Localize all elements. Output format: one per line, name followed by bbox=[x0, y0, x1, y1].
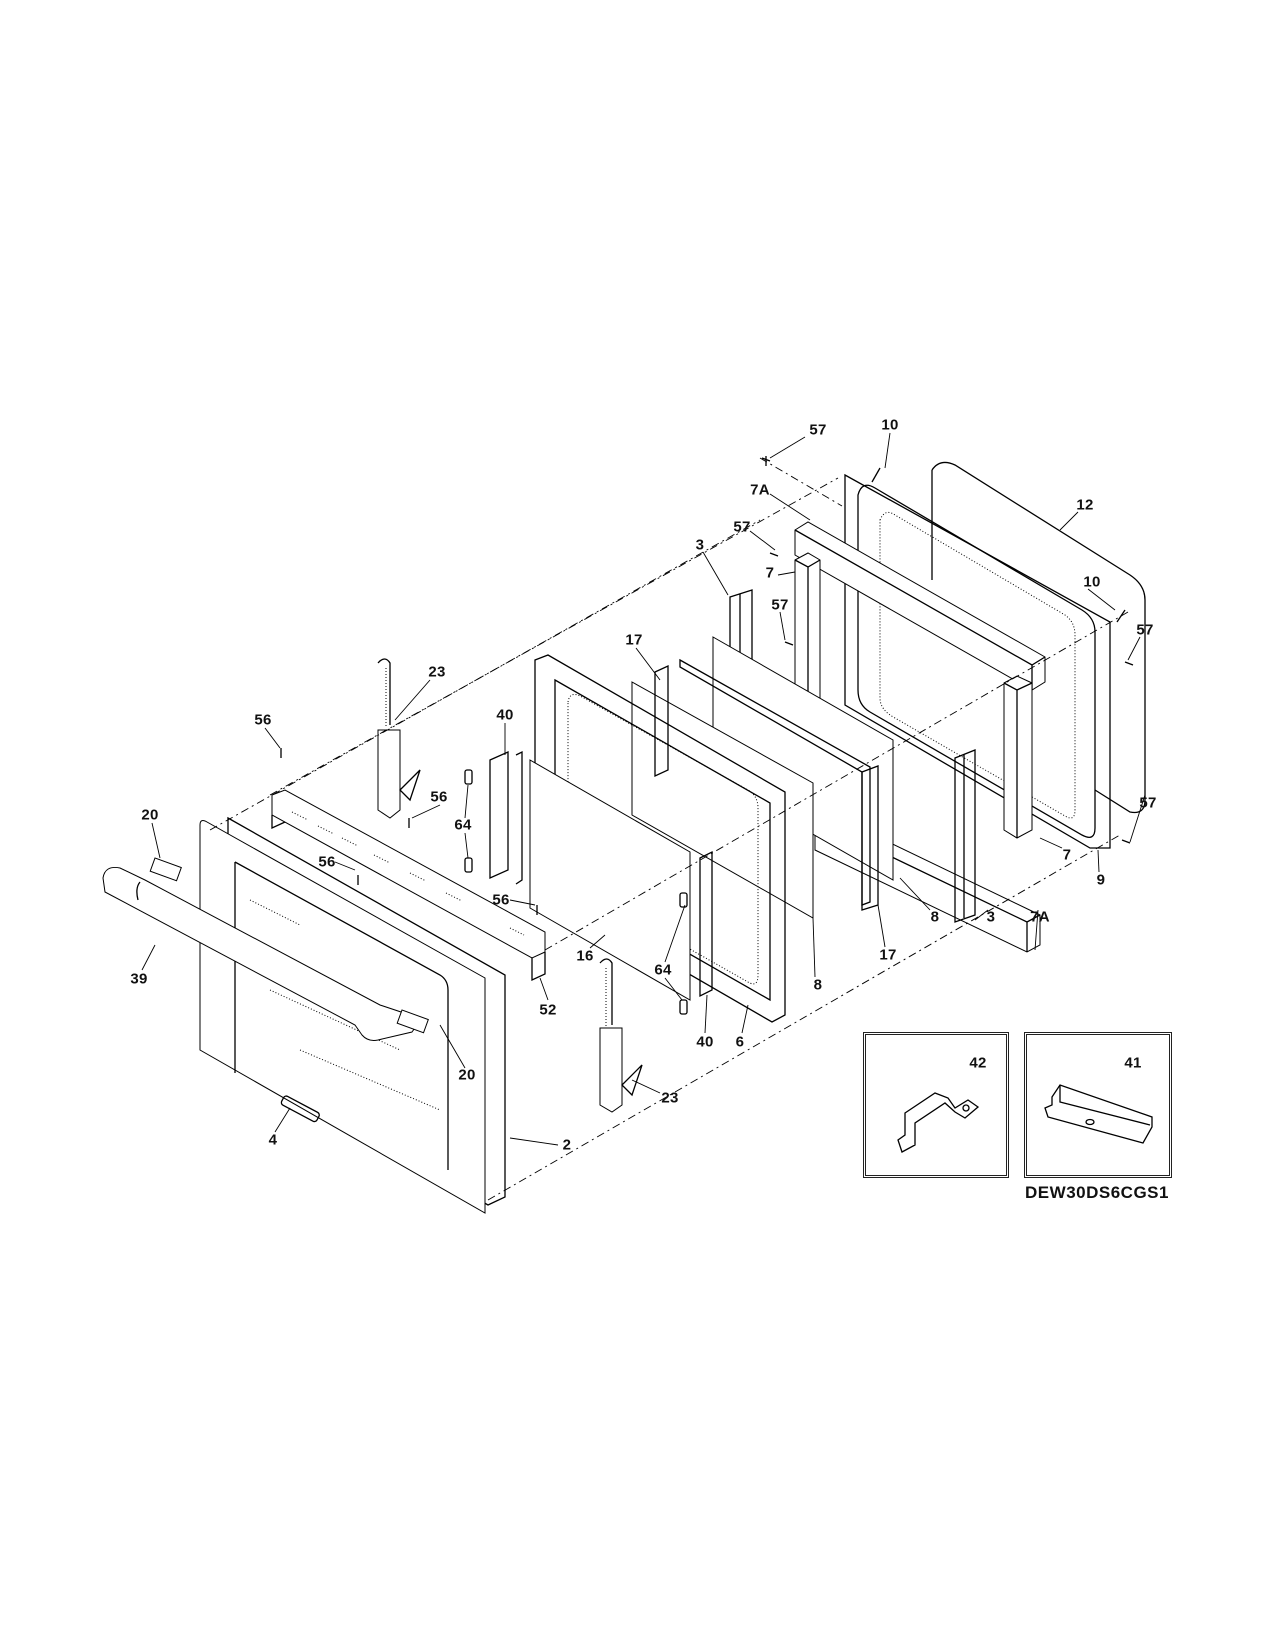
callout-part-56: 56 bbox=[492, 891, 510, 909]
callout-part-52: 52 bbox=[539, 1001, 557, 1019]
clips bbox=[464, 769, 688, 1015]
callout-part-23: 23 bbox=[661, 1089, 679, 1107]
callout-part-17: 17 bbox=[879, 946, 897, 964]
callout-part-57: 57 bbox=[809, 421, 827, 439]
inner-glass bbox=[529, 759, 691, 1001]
callout-part-20: 20 bbox=[458, 1066, 476, 1084]
callout-part-3: 3 bbox=[695, 536, 705, 554]
callout-part-7a: 7A bbox=[1030, 908, 1050, 926]
callout-part-56: 56 bbox=[318, 853, 336, 871]
inset-part-41-drawing bbox=[1044, 1084, 1153, 1144]
callout-part-8: 8 bbox=[930, 908, 940, 926]
callout-part-23: 23 bbox=[428, 663, 446, 681]
callout-part-10: 10 bbox=[881, 416, 899, 434]
callout-part-3: 3 bbox=[986, 908, 996, 926]
hinges bbox=[377, 658, 643, 1113]
insulation-blocks bbox=[794, 521, 1046, 953]
inset-part-42-drawing bbox=[897, 1092, 980, 1153]
callout-part-57: 57 bbox=[771, 596, 789, 614]
leader-lines bbox=[141, 432, 1146, 1146]
callout-part-40: 40 bbox=[696, 1033, 714, 1051]
callout-part-9: 9 bbox=[1096, 871, 1106, 889]
callout-part-57: 57 bbox=[1139, 794, 1157, 812]
assembly-lines bbox=[209, 457, 1129, 1201]
hinge-brackets bbox=[489, 750, 713, 998]
callout-part-7: 7 bbox=[1062, 846, 1072, 864]
callout-part-16: 16 bbox=[576, 947, 594, 965]
callout-part-17: 17 bbox=[625, 631, 643, 649]
inset-label-42: 42 bbox=[969, 1054, 987, 1072]
callout-part-10: 10 bbox=[1083, 573, 1101, 591]
callout-part-40: 40 bbox=[496, 706, 514, 724]
inner-door-liner bbox=[844, 473, 1111, 849]
callout-part-39: 39 bbox=[130, 970, 148, 988]
callout-part-57: 57 bbox=[1136, 621, 1154, 639]
callout-part-64: 64 bbox=[454, 816, 472, 834]
callout-part-56: 56 bbox=[254, 711, 272, 729]
callout-part-57: 57 bbox=[733, 518, 751, 536]
callout-part-12: 12 bbox=[1076, 496, 1094, 514]
callout-part-56: 56 bbox=[430, 788, 448, 806]
vent-trim bbox=[271, 789, 546, 982]
callout-part-8: 8 bbox=[813, 976, 823, 994]
callout-part-2: 2 bbox=[562, 1136, 572, 1154]
inset-box-part-42 bbox=[863, 1032, 1009, 1178]
callout-part-64: 64 bbox=[654, 961, 672, 979]
callout-part-7a: 7A bbox=[750, 481, 770, 499]
inset-label-41: 41 bbox=[1124, 1054, 1142, 1072]
inset-box-part-41 bbox=[1024, 1032, 1172, 1178]
end-caps bbox=[149, 857, 429, 1034]
model-code: DEW30DS6CGS1 bbox=[1025, 1183, 1169, 1202]
callout-part-4: 4 bbox=[268, 1131, 278, 1149]
callout-part-20: 20 bbox=[141, 806, 159, 824]
callout-part-6: 6 bbox=[735, 1033, 745, 1051]
callout-part-7: 7 bbox=[765, 564, 775, 582]
